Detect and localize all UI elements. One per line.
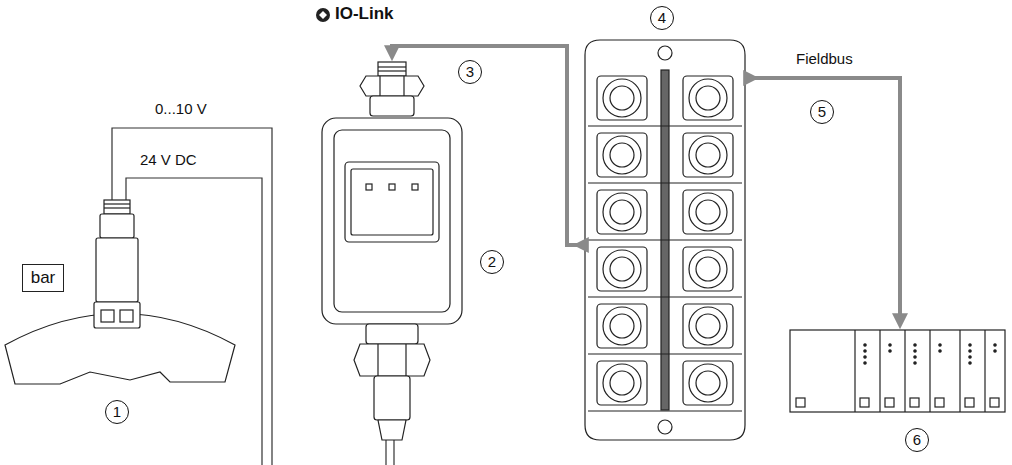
module-led (914, 356, 916, 358)
module-divider (879, 330, 880, 412)
module-terminal (990, 398, 999, 407)
module-led (864, 344, 866, 346)
callout-number: 2 (480, 250, 504, 274)
socket-frame (683, 361, 733, 405)
module-divider (959, 330, 960, 412)
socket-ring (689, 250, 727, 288)
unit-box: bar (22, 264, 64, 292)
module-terminal (910, 398, 919, 407)
socket-core (696, 143, 720, 167)
row-divider (588, 239, 742, 240)
module-led (994, 350, 996, 352)
row-divider (588, 296, 742, 297)
io-link-master (585, 40, 745, 440)
socket-frame (683, 76, 733, 120)
signal-arrows (392, 46, 900, 322)
row-divider (588, 353, 742, 354)
module-divider (984, 330, 985, 412)
socket-ring (689, 79, 727, 117)
module-divider (929, 330, 930, 412)
socket-core (696, 371, 720, 395)
socket-core (610, 200, 634, 224)
socket-frame (597, 304, 647, 348)
callout-number: 5 (810, 100, 834, 124)
socket-core (610, 143, 634, 167)
callout-number: 4 (650, 6, 674, 30)
row-divider (588, 182, 742, 183)
socket-frame (683, 304, 733, 348)
module-led (914, 362, 916, 364)
plc-rack (790, 330, 1005, 412)
signal-name: 0...10 V (155, 101, 207, 118)
socket-core (696, 86, 720, 110)
socket-frame (597, 76, 647, 120)
socket-core (696, 314, 720, 338)
module-led (939, 344, 941, 346)
module-led (889, 350, 891, 352)
module-led (969, 350, 971, 352)
unit-text: bar (31, 269, 56, 288)
socket-ring (689, 307, 727, 345)
callout-number: 6 (905, 428, 929, 452)
module-led (939, 350, 941, 352)
module-terminal (935, 398, 944, 407)
callout-number: 3 (458, 60, 482, 84)
socket-frame (597, 247, 647, 291)
module-divider (904, 330, 905, 412)
socket-core (610, 257, 634, 281)
module-terminal (885, 398, 894, 407)
module-terminal (965, 398, 974, 407)
module-divider (854, 330, 855, 412)
module-led (969, 362, 971, 364)
socket-frame (683, 133, 733, 177)
io-link-converter (322, 62, 462, 440)
socket-ring (689, 193, 727, 231)
socket-frame (683, 190, 733, 234)
socket-frame (683, 247, 733, 291)
module-led (914, 350, 916, 352)
socket-ring (603, 364, 641, 402)
module-led (864, 350, 866, 352)
socket-ring (689, 364, 727, 402)
module-led (969, 356, 971, 358)
socket-frame (597, 133, 647, 177)
row-divider (588, 125, 742, 126)
socket-ring (603, 193, 641, 231)
socket-ring (603, 307, 641, 345)
bus-name: Fieldbus (796, 51, 853, 68)
module-led (969, 344, 971, 346)
socket-frame (597, 190, 647, 234)
callout-number: 1 (105, 400, 129, 424)
module-terminal (860, 398, 869, 407)
supply-name: 24 V DC (140, 152, 197, 169)
socket-ring (603, 79, 641, 117)
module-led (889, 344, 891, 346)
socket-ring (603, 136, 641, 174)
socket-frame (597, 361, 647, 405)
io-link-logo (316, 8, 330, 22)
row-divider (588, 410, 742, 411)
socket-core (610, 86, 634, 110)
module-led (914, 344, 916, 346)
module-led (994, 344, 996, 346)
socket-core (696, 200, 720, 224)
module-led (864, 362, 866, 364)
module-led (864, 356, 866, 358)
socket-core (610, 314, 634, 338)
socket-core (610, 371, 634, 395)
bus-name: IO-Link (335, 5, 394, 24)
socket-ring (603, 250, 641, 288)
socket-core (696, 257, 720, 281)
socket-ring (689, 136, 727, 174)
pressure-sensor (94, 200, 140, 328)
